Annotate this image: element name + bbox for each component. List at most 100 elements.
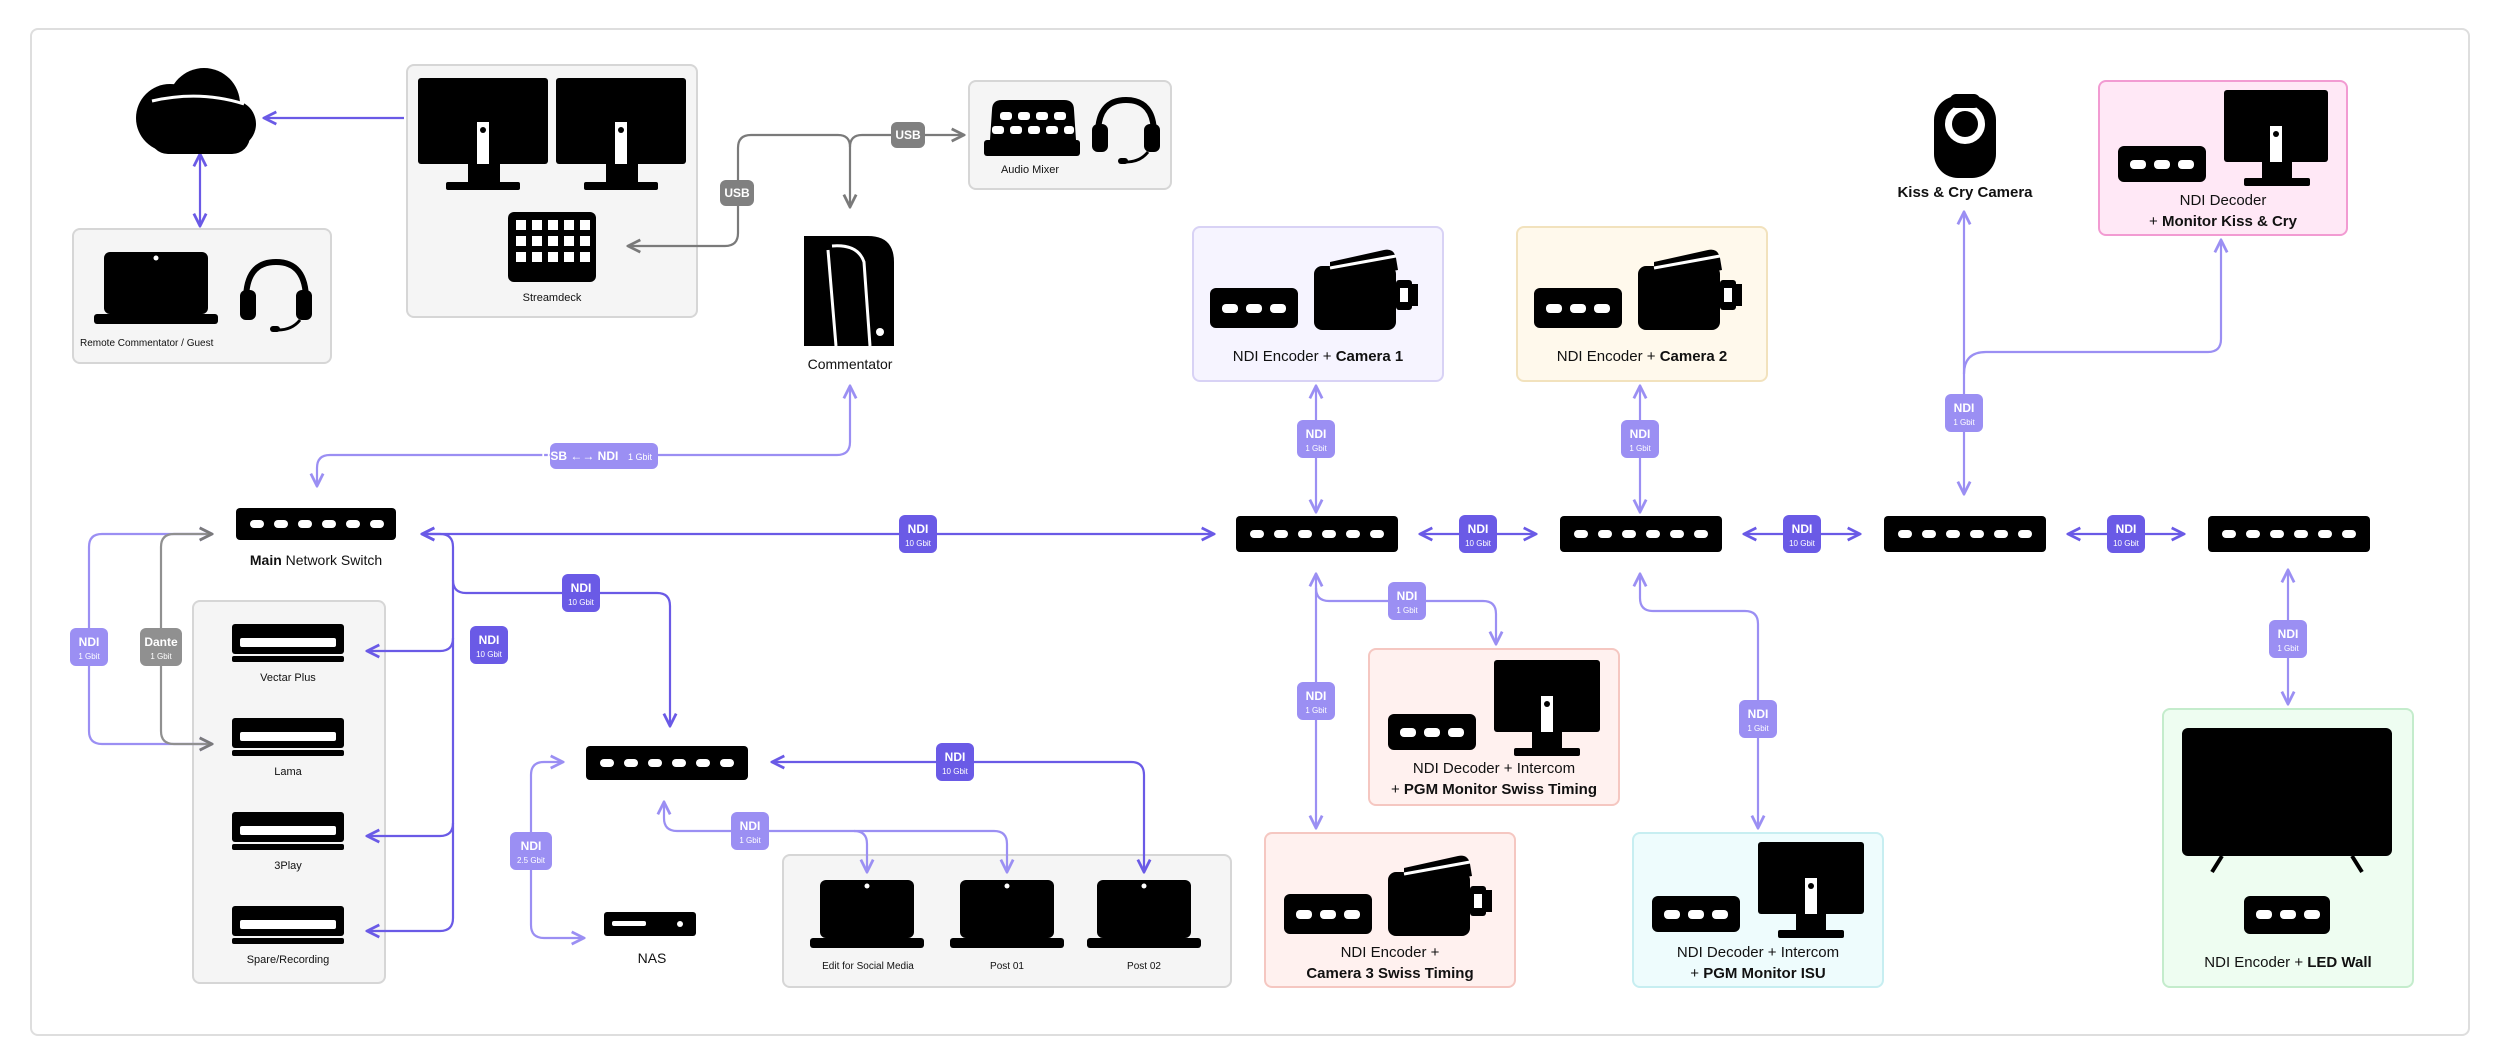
commentator-label: Commentator: [807, 356, 893, 372]
badge-ndi-switchA-switchB: NDI 10 Gbit: [1459, 515, 1497, 553]
laptop-post01-icon: [950, 880, 1064, 948]
kiss-decoder-label: NDI Decoder + Monitor Kiss & Cry: [2098, 190, 2348, 232]
svg-text:NDI: NDI: [1306, 689, 1327, 703]
camera2-label: NDI Encoder + Camera 2: [1516, 346, 1768, 367]
ndi-decoder-icon-kiss: [2118, 146, 2206, 182]
badge-ndi-kiss: NDI 1 Gbit: [1945, 394, 1983, 432]
svg-text:NDI: NDI: [521, 839, 542, 853]
badge-ndi-led: NDI 1 Gbit: [2269, 620, 2307, 658]
svg-text:10 Gbit: 10 Gbit: [476, 650, 503, 659]
badge-ndi-isu: NDI 1 Gbit: [1739, 700, 1777, 738]
headset-icon: [240, 258, 312, 332]
camera3-label: NDI Encoder + Camera 3 Swiss Timing: [1264, 942, 1516, 984]
camera1-label-prefix: NDI Encoder +: [1232, 348, 1336, 365]
ndi-encoder-icon-cam3: [1284, 894, 1372, 934]
main-switch-label: Main Network Switch: [216, 550, 416, 571]
link-main-replay-bus: [367, 534, 455, 931]
svg-text:1 Gbit: 1 Gbit: [628, 452, 653, 462]
ndi-encoder-icon-cam2: [1534, 288, 1622, 328]
svg-text:10 Gbit: 10 Gbit: [1465, 539, 1492, 548]
badge-usb-ndi: USB ←→ NDI 1 Gbit: [542, 443, 658, 469]
svg-text:USB ←→ NDI: USB ←→ NDI: [542, 449, 619, 463]
badge-ndi-pgm-swiss: NDI 1 Gbit: [1388, 582, 1426, 620]
svg-text:NDI: NDI: [571, 581, 592, 595]
badge-ndi-main-switchA: NDI 10 Gbit: [899, 515, 937, 553]
camera3-label-line2: Camera 3 Swiss Timing: [1306, 965, 1474, 982]
headset-icon-2: [1092, 96, 1160, 164]
svg-text:NDI: NDI: [2278, 627, 2299, 641]
badge-ndi-cam2: NDI 1 Gbit: [1621, 420, 1659, 458]
camera-icon-1: [1314, 249, 1418, 330]
svg-text:NDI: NDI: [1748, 707, 1769, 721]
badge-ndi-replay-bus: NDI 10 Gbit: [470, 626, 508, 664]
badge-ndi-switchB-switchC: NDI 10 Gbit: [1783, 515, 1821, 553]
link-commentator-main: [317, 386, 850, 486]
post02-label: Post 02: [1127, 961, 1161, 972]
ndi-encoder-icon-led: [2244, 896, 2330, 934]
svg-text:NDI: NDI: [1397, 589, 1418, 603]
svg-text:NDI: NDI: [1630, 427, 1651, 441]
svg-text:1 Gbit: 1 Gbit: [150, 652, 172, 661]
monitor-icon: [418, 78, 548, 190]
server-vectar-icon: [232, 624, 344, 662]
switch-a-icon: [1236, 516, 1398, 552]
camera3-label-line1: NDI Encoder +: [1340, 944, 1440, 961]
ptz-camera-icon: [1934, 94, 1996, 178]
svg-text:10 Gbit: 10 Gbit: [1789, 539, 1816, 548]
server-spare-icon: [232, 906, 344, 944]
pgm-swiss-label-bold: PGM Monitor Swiss Timing: [1403, 781, 1597, 798]
camera1-label: NDI Encoder + Camera 1: [1192, 346, 1444, 367]
link-switchA-pgm: [1314, 587, 1496, 644]
3play-label: 3Play: [274, 860, 302, 872]
pgm-isu-label: NDI Decoder + Intercom + PGM Monitor ISU: [1632, 942, 1884, 984]
svg-text:1 Gbit: 1 Gbit: [1305, 706, 1327, 715]
kiss-decoder-label-line1: NDI Decoder: [2179, 192, 2267, 209]
svg-text:Dante: Dante: [144, 635, 178, 649]
vectar-label: Vectar Plus: [260, 672, 316, 684]
link-switch3-post02: [772, 762, 1144, 872]
svg-text:1 Gbit: 1 Gbit: [1629, 444, 1651, 453]
link-usb-streamdeck: [628, 133, 850, 246]
remote-commentator-label: Remote Commentator / Guest: [80, 338, 214, 349]
pgm-swiss-label: NDI Decoder + Intercom + PGM Monitor Swi…: [1368, 758, 1620, 800]
monitor-icon-swiss: [1494, 660, 1600, 756]
link-usb-audiomixer: [848, 135, 964, 148]
lama-label: Lama: [274, 766, 302, 778]
svg-text:NDI: NDI: [945, 750, 966, 764]
laptop-edit-icon: [810, 880, 924, 948]
svg-text:NDI: NDI: [740, 819, 761, 833]
link-switch3-edit: [853, 829, 867, 872]
main-switch-label-rest: Network Switch: [281, 552, 383, 568]
spare-label: Spare/Recording: [246, 954, 330, 966]
svg-text:10 Gbit: 10 Gbit: [2113, 539, 2140, 548]
link-switchB-isu: [1640, 574, 1758, 828]
svg-text:1 Gbit: 1 Gbit: [739, 836, 761, 845]
svg-text:10 Gbit: 10 Gbit: [942, 767, 969, 776]
led-wall-label-prefix: NDI Encoder +: [2204, 954, 2308, 971]
led-wall-label: NDI Encoder + LED Wall: [2162, 952, 2414, 973]
server-lama-icon: [232, 718, 344, 756]
svg-text:NDI: NDI: [908, 522, 929, 536]
pgm-swiss-label-plus: +: [1390, 781, 1404, 798]
led-wall-label-bold: LED Wall: [2307, 954, 2372, 971]
svg-text:NDI: NDI: [479, 633, 500, 647]
switch-b-icon: [1560, 516, 1722, 552]
streamdeck-label: Streamdeck: [522, 292, 582, 304]
ndi-decoder-icon-isu: [1652, 896, 1740, 932]
badge-ndi-nas: NDI 2.5 Gbit: [510, 832, 552, 870]
camera2-label-prefix: NDI Encoder +: [1556, 348, 1660, 365]
cloud-icon: [136, 68, 256, 154]
ndi-decoder-icon-swiss: [1388, 714, 1476, 750]
switch-d-icon: [2208, 516, 2370, 552]
svg-text:USB: USB: [895, 128, 921, 142]
camera-icon-3: [1388, 855, 1492, 936]
badge-dante: Dante 1 Gbit: [140, 628, 182, 666]
switch-c-icon: [1884, 516, 2046, 552]
streamdeck-keypad-icon: [508, 212, 596, 282]
kiss-decoder-label-bold: Monitor Kiss & Cry: [2161, 213, 2297, 230]
pgm-swiss-label-line1: NDI Decoder + Intercom: [1412, 760, 1576, 777]
pgm-isu-label-plus: +: [1690, 965, 1704, 982]
link-switchC-kissdec: [1962, 240, 2221, 375]
commentator-booth-icon: [804, 236, 894, 347]
